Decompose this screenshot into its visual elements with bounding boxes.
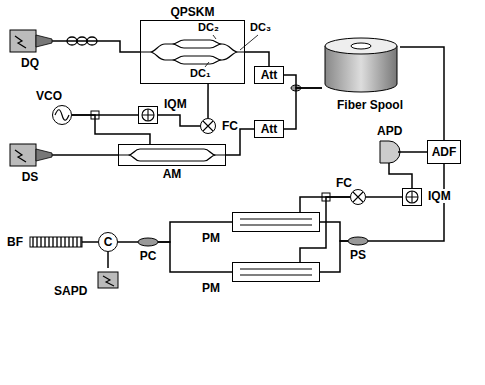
fiber-link xyxy=(300,197,350,212)
laser-icon xyxy=(10,144,52,166)
fiber-link xyxy=(82,241,98,243)
fiber-link xyxy=(320,222,348,241)
node-label: PC xyxy=(139,249,158,263)
fiber-link xyxy=(398,151,427,153)
photodiode xyxy=(380,141,400,163)
node-label: QPSKM xyxy=(169,5,215,19)
mixer-circle: FC xyxy=(350,189,366,205)
circulator-circle: C xyxy=(98,232,118,252)
coupler-label: DC₃ xyxy=(250,21,271,34)
coupler-label: DC₁ xyxy=(190,67,210,80)
node-label: FC xyxy=(221,119,239,133)
coupler xyxy=(138,238,158,246)
node-label: AM xyxy=(162,167,183,181)
node-label: PS xyxy=(349,248,367,262)
node-label: SAPD xyxy=(53,284,88,298)
spad-detector xyxy=(98,272,118,288)
fiber-link xyxy=(107,252,109,268)
attenuator-box: Att xyxy=(254,66,284,84)
fiber-grating: BF xyxy=(30,237,82,247)
node-label: IQM xyxy=(427,189,452,203)
laser-icon xyxy=(10,30,52,52)
fiber-spool: Fiber Spool xyxy=(322,38,400,94)
fiber-link xyxy=(284,75,322,88)
coupler xyxy=(348,237,368,245)
laser-source: DQ xyxy=(8,28,52,54)
fiber-link xyxy=(366,196,402,198)
node-label: PM xyxy=(201,281,221,295)
fiber-link xyxy=(158,115,200,126)
filter-box: ADF xyxy=(427,140,461,164)
coupler: PC xyxy=(138,237,158,247)
iq-modulator-box: IQM xyxy=(138,106,158,124)
node-label: IQM xyxy=(163,97,188,111)
electrode xyxy=(240,219,312,275)
sine-symbol xyxy=(55,110,69,121)
fiber-link xyxy=(320,241,348,272)
fiber-grating xyxy=(30,237,82,247)
iq-symbol xyxy=(142,109,418,203)
node-label: Fiber Spool xyxy=(336,98,404,112)
node-label: BF xyxy=(6,235,24,249)
splitter: PS xyxy=(348,236,368,246)
node-label: VCO xyxy=(35,89,63,103)
fiber-link xyxy=(300,197,350,262)
photodiode: APD xyxy=(380,141,398,163)
fiber-link xyxy=(158,242,232,272)
waveguide xyxy=(140,35,258,67)
node-label: Att xyxy=(261,122,278,136)
node-label: APD xyxy=(376,124,403,138)
fiber-link xyxy=(118,241,138,243)
laser-source: DS xyxy=(8,142,52,168)
fiber-link xyxy=(52,41,140,52)
node-label: PM xyxy=(201,231,221,245)
node-label: C xyxy=(104,235,113,249)
fiber-link xyxy=(52,154,118,156)
phase-modulator-box: PM xyxy=(232,262,320,282)
node-label: ADF xyxy=(432,145,457,159)
node-label: DQ xyxy=(20,56,40,70)
modulator-box: AM xyxy=(118,144,226,166)
mixer-circle: FC xyxy=(200,118,216,134)
spad-detector: SAPD xyxy=(97,268,119,290)
node-label: Att xyxy=(261,68,278,82)
phase-modulator-box: PM xyxy=(232,212,320,232)
oscillator-circle: VCO xyxy=(52,105,72,125)
attenuator-box: Att xyxy=(254,120,284,138)
fiber-link xyxy=(245,52,269,66)
node-label: FC xyxy=(335,176,353,190)
fiber-link xyxy=(389,163,412,188)
coupler-label: DC₂ xyxy=(198,21,219,34)
fiber-link xyxy=(400,47,444,140)
fiber-spool xyxy=(325,38,397,92)
fiber-link xyxy=(284,88,322,129)
fiber-link xyxy=(207,84,209,118)
waveguide xyxy=(118,149,226,161)
iq-modulator-box: IQM xyxy=(402,188,422,206)
mixer-symbol xyxy=(203,121,363,202)
node-label: DS xyxy=(21,170,40,184)
